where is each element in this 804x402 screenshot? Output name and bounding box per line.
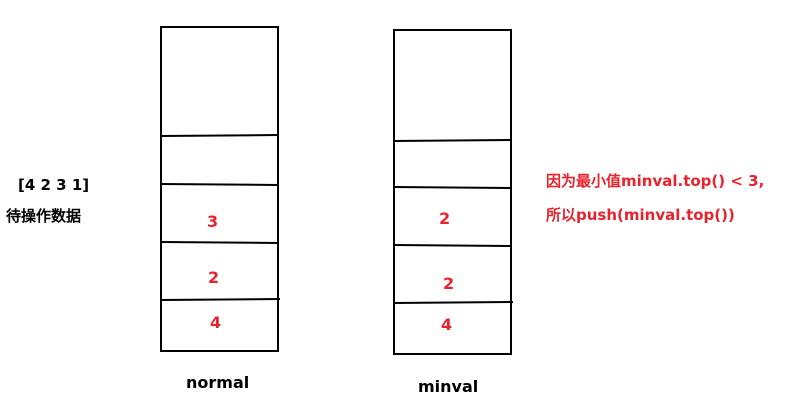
normal-stack-value: 4 [210, 313, 222, 332]
minval-stack-value: 2 [443, 274, 455, 293]
normal-stack-divider [160, 134, 279, 137]
normal-stack-value: 2 [208, 268, 220, 287]
pending-data-caption: 待操作数据 [6, 207, 82, 225]
minval-stack [393, 29, 514, 355]
normal-stack-value: 3 [207, 212, 219, 231]
minval-stack-value: 4 [441, 315, 453, 334]
data-array-text: [4 2 3 1] [18, 176, 90, 194]
normal-stack-divider [160, 298, 281, 301]
normal-stack-outline [160, 26, 279, 352]
minval-stack-divider [393, 139, 512, 142]
explanation-line-2: 所以push(minval.top()) [546, 206, 735, 224]
normal-stack-label: normal [186, 373, 250, 392]
minval-stack-value: 2 [439, 209, 451, 228]
minval-stack-divider [393, 244, 512, 247]
normal-stack-divider [160, 241, 279, 244]
explanation-line-1: 因为最小值minval.top() < 3, [546, 172, 765, 190]
minval-stack-outline [393, 29, 512, 355]
normal-stack-divider [160, 183, 279, 186]
minval-stack-divider [393, 301, 514, 304]
minval-stack-label: minval [418, 377, 479, 396]
normal-stack [160, 26, 281, 352]
minval-stack-divider [393, 186, 512, 189]
